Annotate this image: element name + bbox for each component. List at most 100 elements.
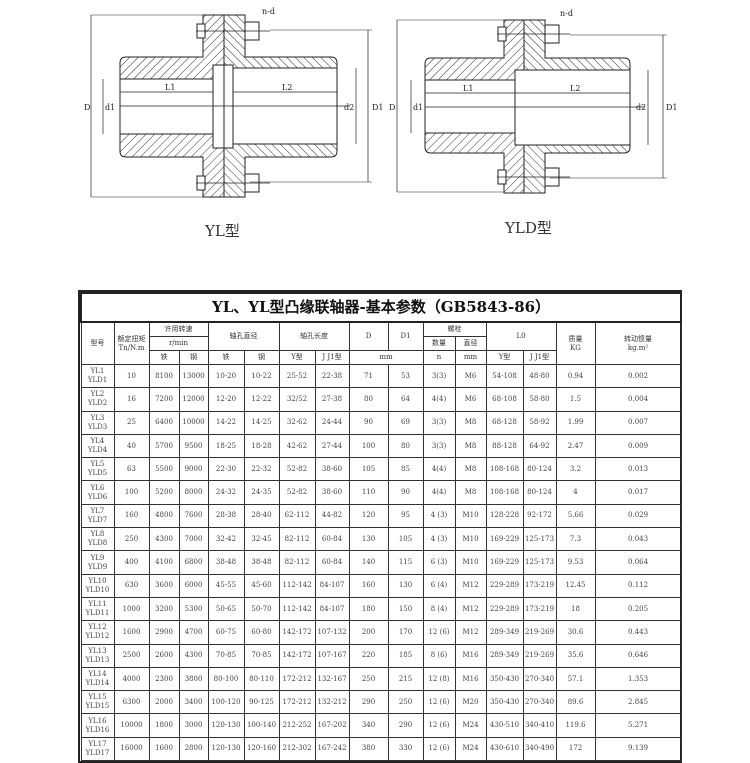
header-speed-steel: 钢 [178,350,209,365]
table-cell: 8 (6) [422,643,456,668]
table-cell: 8 (4) [422,596,456,622]
model-cell: YL8 YLD8 [80,527,115,552]
table-cell: 220 [348,643,389,668]
coupling-drawings: L1 L2 D D1 d1 d2 n-d YL型 L1 L2 D D1 d1 d… [84,7,678,240]
table-cell: M24 [454,713,487,738]
table-cell: 45-60 [243,573,280,598]
table-cell: 7.3 [555,527,596,552]
table-cell: 84-107 [314,573,350,598]
table-cell: 1600 [113,620,150,645]
table-cell: 7000 [178,527,209,552]
table-cell: 2800 [178,736,209,762]
table-cell: 38-60 [314,480,350,505]
table-cell: 7200 [148,387,180,412]
yld-label-d2: d2 [636,103,646,112]
table-cell: M12 [454,596,487,622]
table-cell: 12-20 [207,387,245,412]
table-cell: 105 [348,457,389,482]
table-cell: 212-302 [278,736,316,762]
table-cell: M16 [454,643,487,668]
yl-label-small-d1: d1 [105,103,115,112]
table-cell: 12000 [178,387,209,412]
table-cell: 18-28 [243,433,280,459]
table-cell: 71 [348,363,389,389]
table-cell: 4(4) [422,387,456,412]
table-cell: 0.017 [594,480,682,505]
table-cell: 22-38 [314,363,350,389]
table-cell: 7600 [178,503,209,529]
yld-label-l2: L2 [570,84,580,93]
table-cell: 90 [387,480,424,505]
table-cell: 5.271 [594,713,682,738]
table-cell: 100-120 [207,690,245,715]
table-cell: M10 [454,550,487,575]
table-cell: 160 [348,573,389,598]
table-cell: 4 [555,480,596,505]
table-cell: 4800 [148,503,180,529]
table-cell: 112-142 [278,573,316,598]
table-cell: 270-340 [522,690,557,715]
table-cell: 64-92 [522,433,557,459]
table-cell: 52-82 [278,457,316,482]
table-cell: 12 (6) [422,620,456,645]
table-cell: 4300 [178,643,209,668]
table-cell: 68-128 [485,410,524,435]
table-cell: 3(3) [422,410,456,435]
table-cell: 4000 [113,666,150,692]
table-cell: 45-55 [207,573,245,598]
table-cell: 430-510 [485,713,524,738]
table-cell: 64 [387,387,424,412]
table-cell: M10 [454,527,487,552]
table-cell: M16 [454,666,487,692]
table-cell: 630 [113,573,150,598]
yl-label-l2: L2 [282,83,292,92]
table-cell: 12 (8) [422,666,456,692]
table-cell: 50-70 [243,596,280,622]
table-cell: 10-20 [207,363,245,389]
model-cell: YL17 YLD17 [80,736,115,762]
header-inertia-unit: kg.m² [627,343,649,352]
table-cell: 340 [348,713,389,738]
table-cell: 35.6 [555,643,596,668]
table-cell: 400 [113,550,150,575]
table-cell: 9.139 [594,736,682,762]
table-cell: 112-142 [278,596,316,622]
table-cell: 430-610 [485,736,524,762]
table-cell: 132-212 [314,690,350,715]
table-cell: 142-172 [278,620,316,645]
table-cell: 18-25 [207,433,245,459]
table-cell: 290 [348,690,389,715]
table-cell: 24-32 [207,480,245,505]
table-cell: 3400 [178,690,209,715]
table-cell: 229-289 [485,573,524,598]
table-cell: 80-110 [243,666,280,692]
table-cell: 1600 [148,736,180,762]
yld-caption: YLD型 [504,219,552,237]
table-cell: 10000 [113,713,150,738]
table-cell: M8 [454,457,487,482]
model-cell: YL12 YLD12 [80,620,115,645]
table-cell: M8 [454,433,487,459]
table-cell: 18 [555,596,596,622]
model-cell: YL2 YLD2 [80,387,115,412]
table-cell: 32-42 [207,527,245,552]
table-cell: 1.353 [594,666,682,692]
table-cell: 107-132 [314,620,350,645]
header-D: D [348,321,389,351]
model-cell: YL5 YLD5 [80,457,115,482]
table-cell: 60-84 [314,527,350,552]
table-cell: 70-85 [207,643,245,668]
table-cell: 5.66 [555,503,596,529]
table-cell: 108-168 [485,480,524,505]
table-cell: 4300 [148,527,180,552]
model-cell: YL13 YLD13 [80,643,115,668]
table-cell: 50-65 [207,596,245,622]
table-cell: 27-38 [314,387,350,412]
